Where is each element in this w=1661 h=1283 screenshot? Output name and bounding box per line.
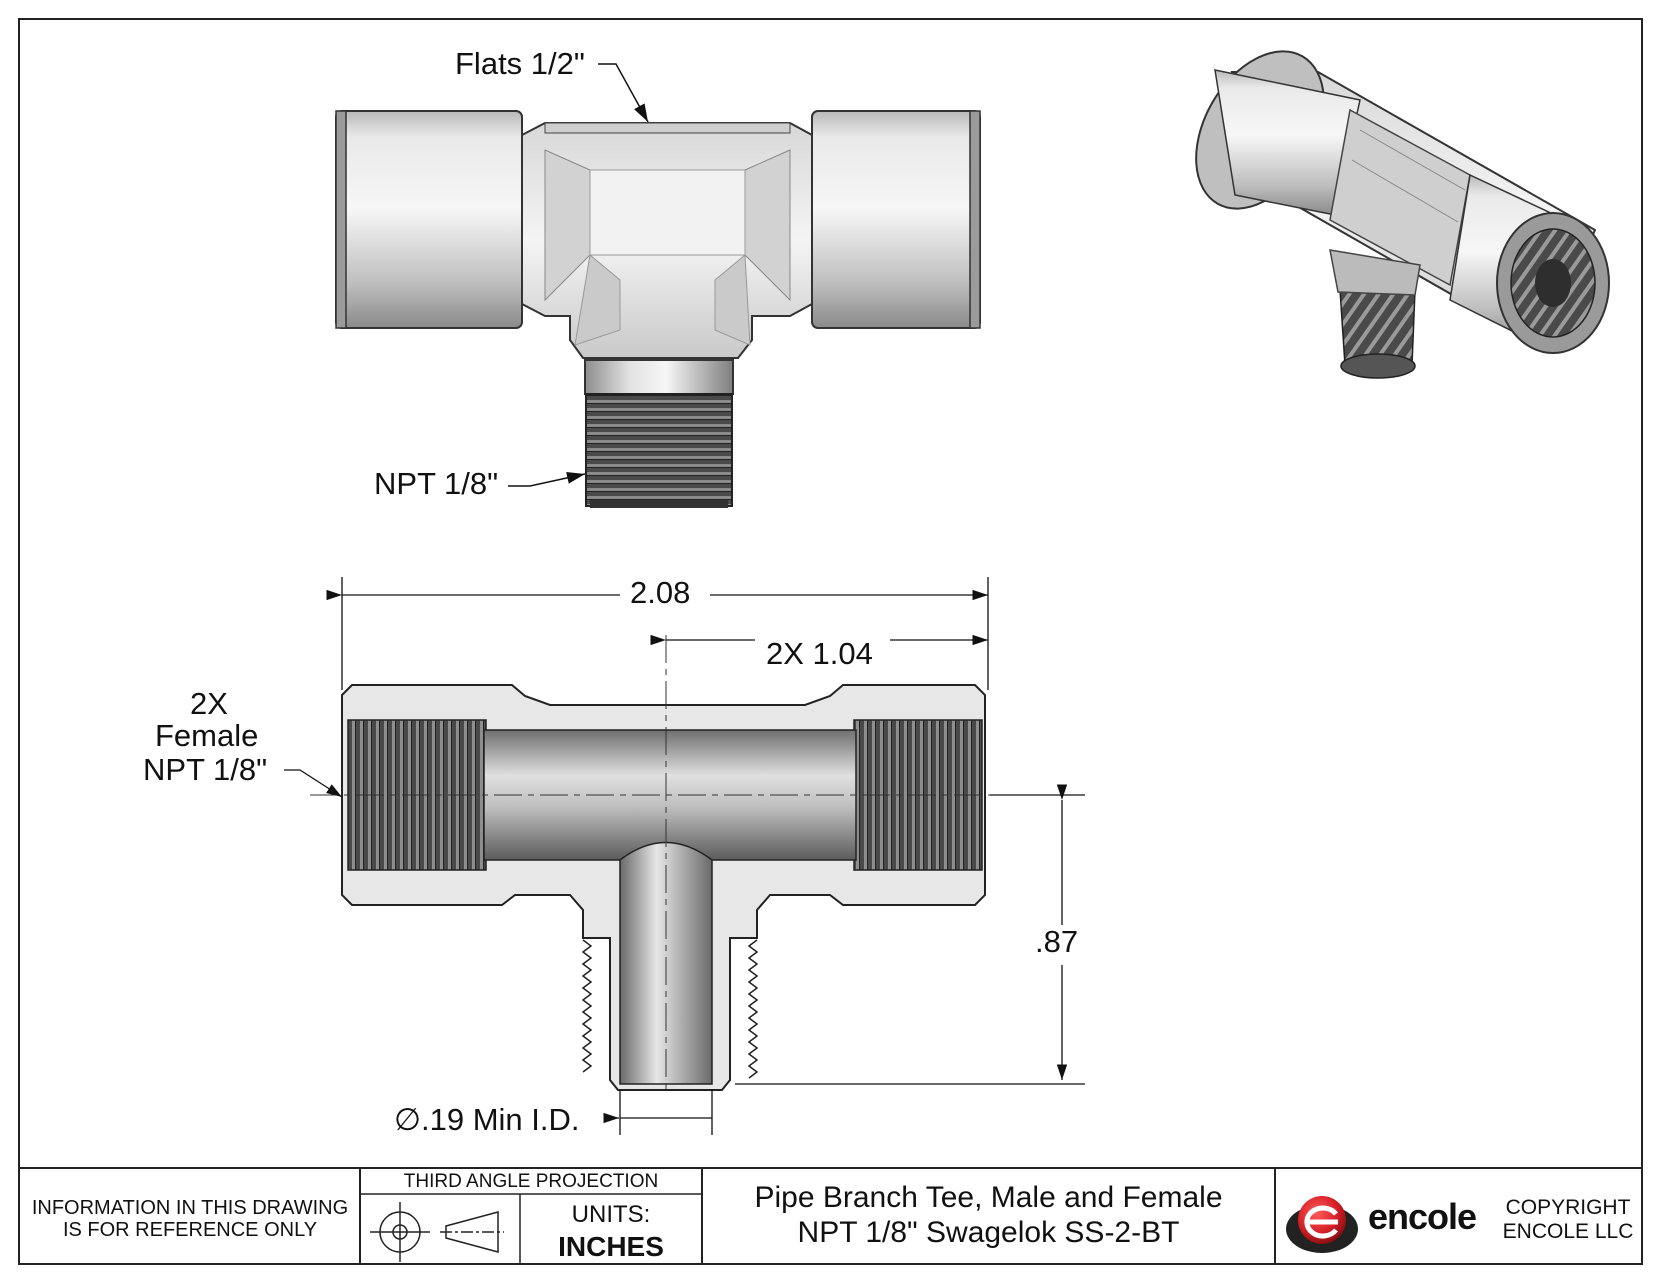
flats-callout: Flats 1/2" — [455, 46, 585, 81]
branch-height-dim: .87 — [1035, 924, 1079, 959]
disclaimer-line-2: IS FOR REFERENCE ONLY — [62, 1219, 318, 1241]
front-view — [335, 110, 981, 508]
half-length-dim: 2X 1.04 — [766, 636, 873, 671]
flats-leader — [598, 63, 649, 123]
drawing-title-line-1: Pipe Branch Tee, Male and Female — [754, 1181, 1223, 1214]
dimension-lines — [284, 577, 1085, 1135]
units-label: UNITS: — [571, 1201, 651, 1228]
units-value: INCHES — [558, 1231, 664, 1262]
disclaimer-line-1: INFORMATION IN THIS DRAWING — [31, 1197, 349, 1219]
male-thread-callout: NPT 1/8" — [374, 466, 499, 501]
section-view — [310, 635, 1075, 1091]
sheet-border — [18, 18, 1643, 1265]
third-angle-projection-symbol — [370, 1202, 504, 1262]
female-word-callout: Female — [155, 718, 259, 753]
drawing-title-line-2: NPT 1/8" Swagelok SS-2-BT — [797, 1216, 1180, 1249]
title-block-frame — [19, 1167, 1642, 1264]
projection-label: THIRD ANGLE PROJECTION — [403, 1171, 659, 1192]
overall-length-dim: 2.08 — [630, 575, 691, 610]
min-id-callout: ∅.19 Min I.D. — [394, 1102, 580, 1137]
encole-logo — [1286, 1196, 1358, 1253]
copyright-line-2: ENCOLE LLC — [1502, 1220, 1634, 1243]
male-thread-leader — [508, 471, 586, 487]
female-thread-callout: NPT 1/8" — [143, 752, 268, 787]
copyright-line-1: COPYRIGHT — [1505, 1196, 1631, 1219]
logo-wordmark: encole — [1368, 1196, 1477, 1237]
isometric-view — [1195, 50, 1610, 379]
female-qty-callout: 2X — [190, 686, 228, 721]
